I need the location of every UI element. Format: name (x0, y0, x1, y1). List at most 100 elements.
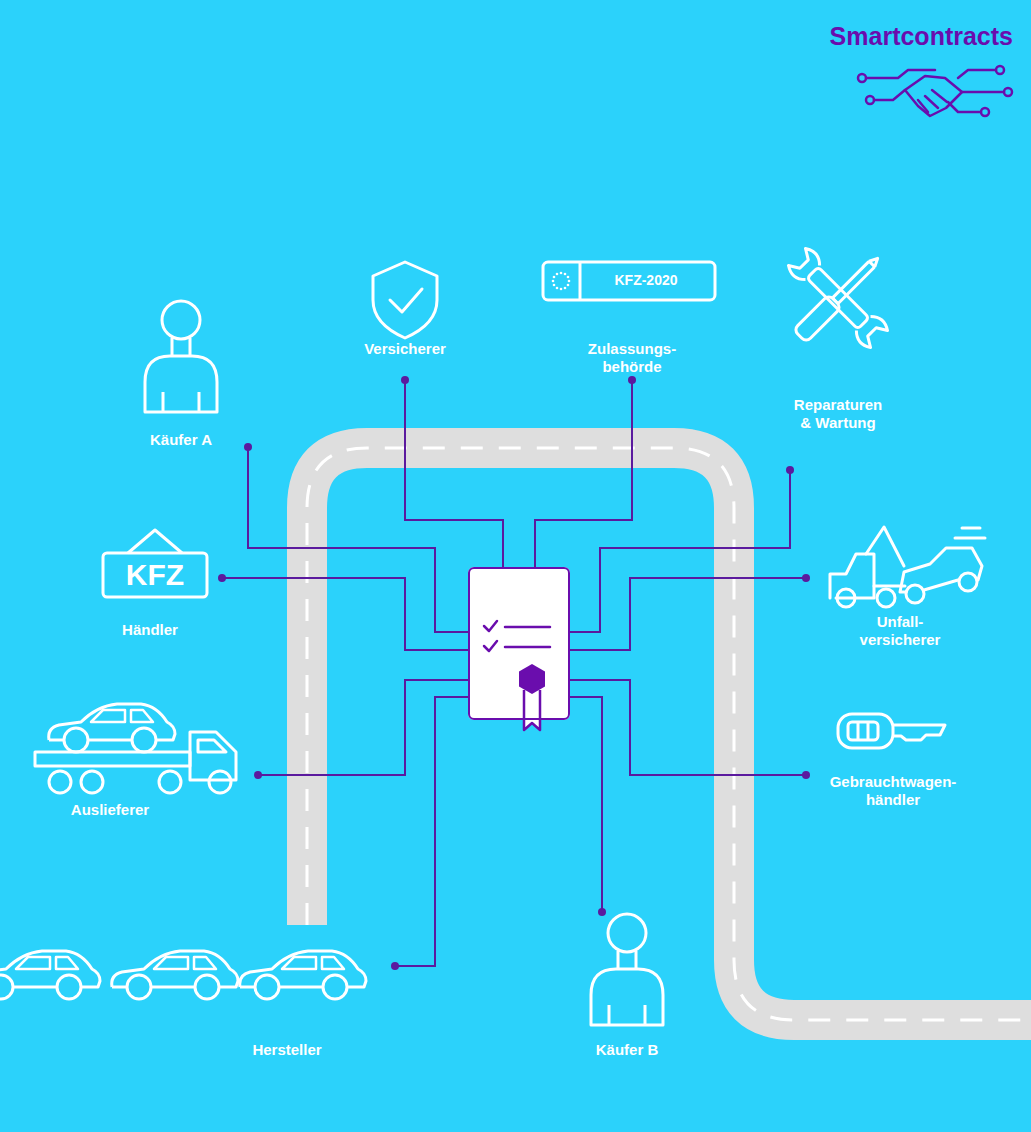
contract-wire (570, 697, 602, 912)
participant-label: Käufer B (572, 1041, 682, 1059)
car-carrier-icon (35, 704, 236, 793)
person-icon (591, 914, 663, 1025)
wire-dot (218, 574, 226, 582)
person-icon (145, 301, 217, 412)
person-icon (591, 969, 663, 1025)
license-plate-icon (543, 262, 715, 300)
car-carrier-icon (49, 704, 175, 752)
license-plate-icon (560, 288, 563, 291)
contract-box (468, 567, 570, 720)
car-carrier-icon (159, 771, 181, 793)
tools-icon (786, 246, 890, 350)
car-carrier-icon (49, 771, 71, 793)
smart-contract-document (468, 567, 570, 720)
smart-contract-document (468, 567, 570, 730)
tow-truck-icon (955, 528, 985, 538)
car-key-icon (838, 714, 945, 748)
tow-truck-icon (959, 573, 977, 591)
person-icon (618, 951, 636, 969)
sign-text: KFZ (105, 557, 205, 593)
license-plate-icon (560, 272, 563, 275)
license-plate-icon (556, 287, 559, 290)
tow-truck-icon (877, 589, 895, 607)
license-plate-icon (564, 287, 567, 290)
participant-label: Versicherer (350, 340, 460, 358)
handshake-circuit-icon (918, 90, 947, 112)
tow-truck-icon (906, 585, 924, 603)
manufacturer-cars-icon (240, 951, 366, 999)
handshake-circuit-icon (905, 76, 962, 116)
handshake-circuit-icon (948, 102, 981, 112)
license-plate-icon (567, 284, 570, 287)
wire-dot (802, 574, 810, 582)
road (307, 448, 1031, 1020)
participant-node: Unfall- versicherer (806, 515, 986, 665)
license-plate-icon (553, 284, 556, 287)
tools-icon (793, 252, 884, 343)
participant-node: Gebrauchtwagen- händler (806, 700, 981, 820)
wire-dot (628, 376, 636, 384)
shield-icon (373, 262, 437, 338)
wire-dot (802, 771, 810, 779)
contract-wire (570, 680, 806, 775)
participant-node: Reparaturen & Wartung (775, 245, 900, 470)
diagram-title: Smartcontracts (790, 22, 1013, 51)
contract-wire (570, 578, 806, 650)
tools-icon (852, 312, 890, 350)
contract-wire (405, 380, 503, 567)
license-plate-icon (556, 273, 559, 276)
tools-icon (832, 261, 874, 303)
shield-icon (390, 289, 422, 312)
person-icon (608, 914, 646, 952)
road (307, 448, 1031, 1020)
participant-node: Käufer A (130, 295, 248, 455)
contract-wire (222, 578, 468, 650)
handshake-circuit-icon (858, 66, 1012, 116)
dealer-sign-icon (103, 530, 207, 597)
manufacturer-cars-icon (0, 951, 100, 999)
dealer-sign-icon (103, 553, 207, 597)
participant-label: Hersteller (227, 1041, 347, 1059)
tools-icon (807, 267, 869, 329)
license-plate-icon (579, 262, 582, 300)
contract-wire (570, 470, 790, 632)
person-icon (163, 392, 199, 412)
participant-label: Reparaturen & Wartung (788, 396, 888, 432)
participant-label: Auslieferer (50, 801, 170, 819)
contract-wire (258, 680, 468, 775)
license-plate-icon (552, 280, 555, 283)
handshake-circuit-icon (958, 70, 996, 78)
tow-truck-icon (830, 527, 985, 607)
participant-label: Unfall- versicherer (853, 613, 948, 649)
participant-label: Käufer A (126, 431, 236, 449)
tools-icon (869, 256, 880, 267)
car-carrier-icon (81, 771, 103, 793)
handshake-circuit-icon (962, 91, 1004, 94)
wire-dot (254, 771, 262, 779)
person-icon (609, 1005, 645, 1025)
wire-dot (401, 376, 409, 384)
person-icon (162, 301, 200, 339)
tow-truck-icon (837, 589, 855, 607)
tow-truck-icon (866, 527, 904, 566)
license-plate-icon (568, 280, 571, 283)
contract-wire (535, 380, 632, 567)
participant-node: Auslieferer (30, 685, 258, 830)
contract-wire (248, 447, 468, 632)
participant-node: Käufer B (575, 912, 685, 1067)
car-key-icon (848, 722, 878, 740)
manufacturer-cars-icon (0, 951, 366, 999)
tools-icon (786, 246, 890, 350)
participant-label: Zulassungs- behörde (580, 340, 685, 376)
smart-contract-document (484, 621, 497, 651)
car-carrier-icon (35, 752, 190, 766)
person-icon (145, 356, 217, 412)
license-plate-icon (567, 276, 570, 279)
smart-contract-document (524, 690, 540, 730)
wire-dot (244, 443, 252, 451)
smart-contract-document (519, 664, 545, 694)
license-plate-icon (552, 272, 571, 291)
tools-icon (786, 246, 824, 284)
